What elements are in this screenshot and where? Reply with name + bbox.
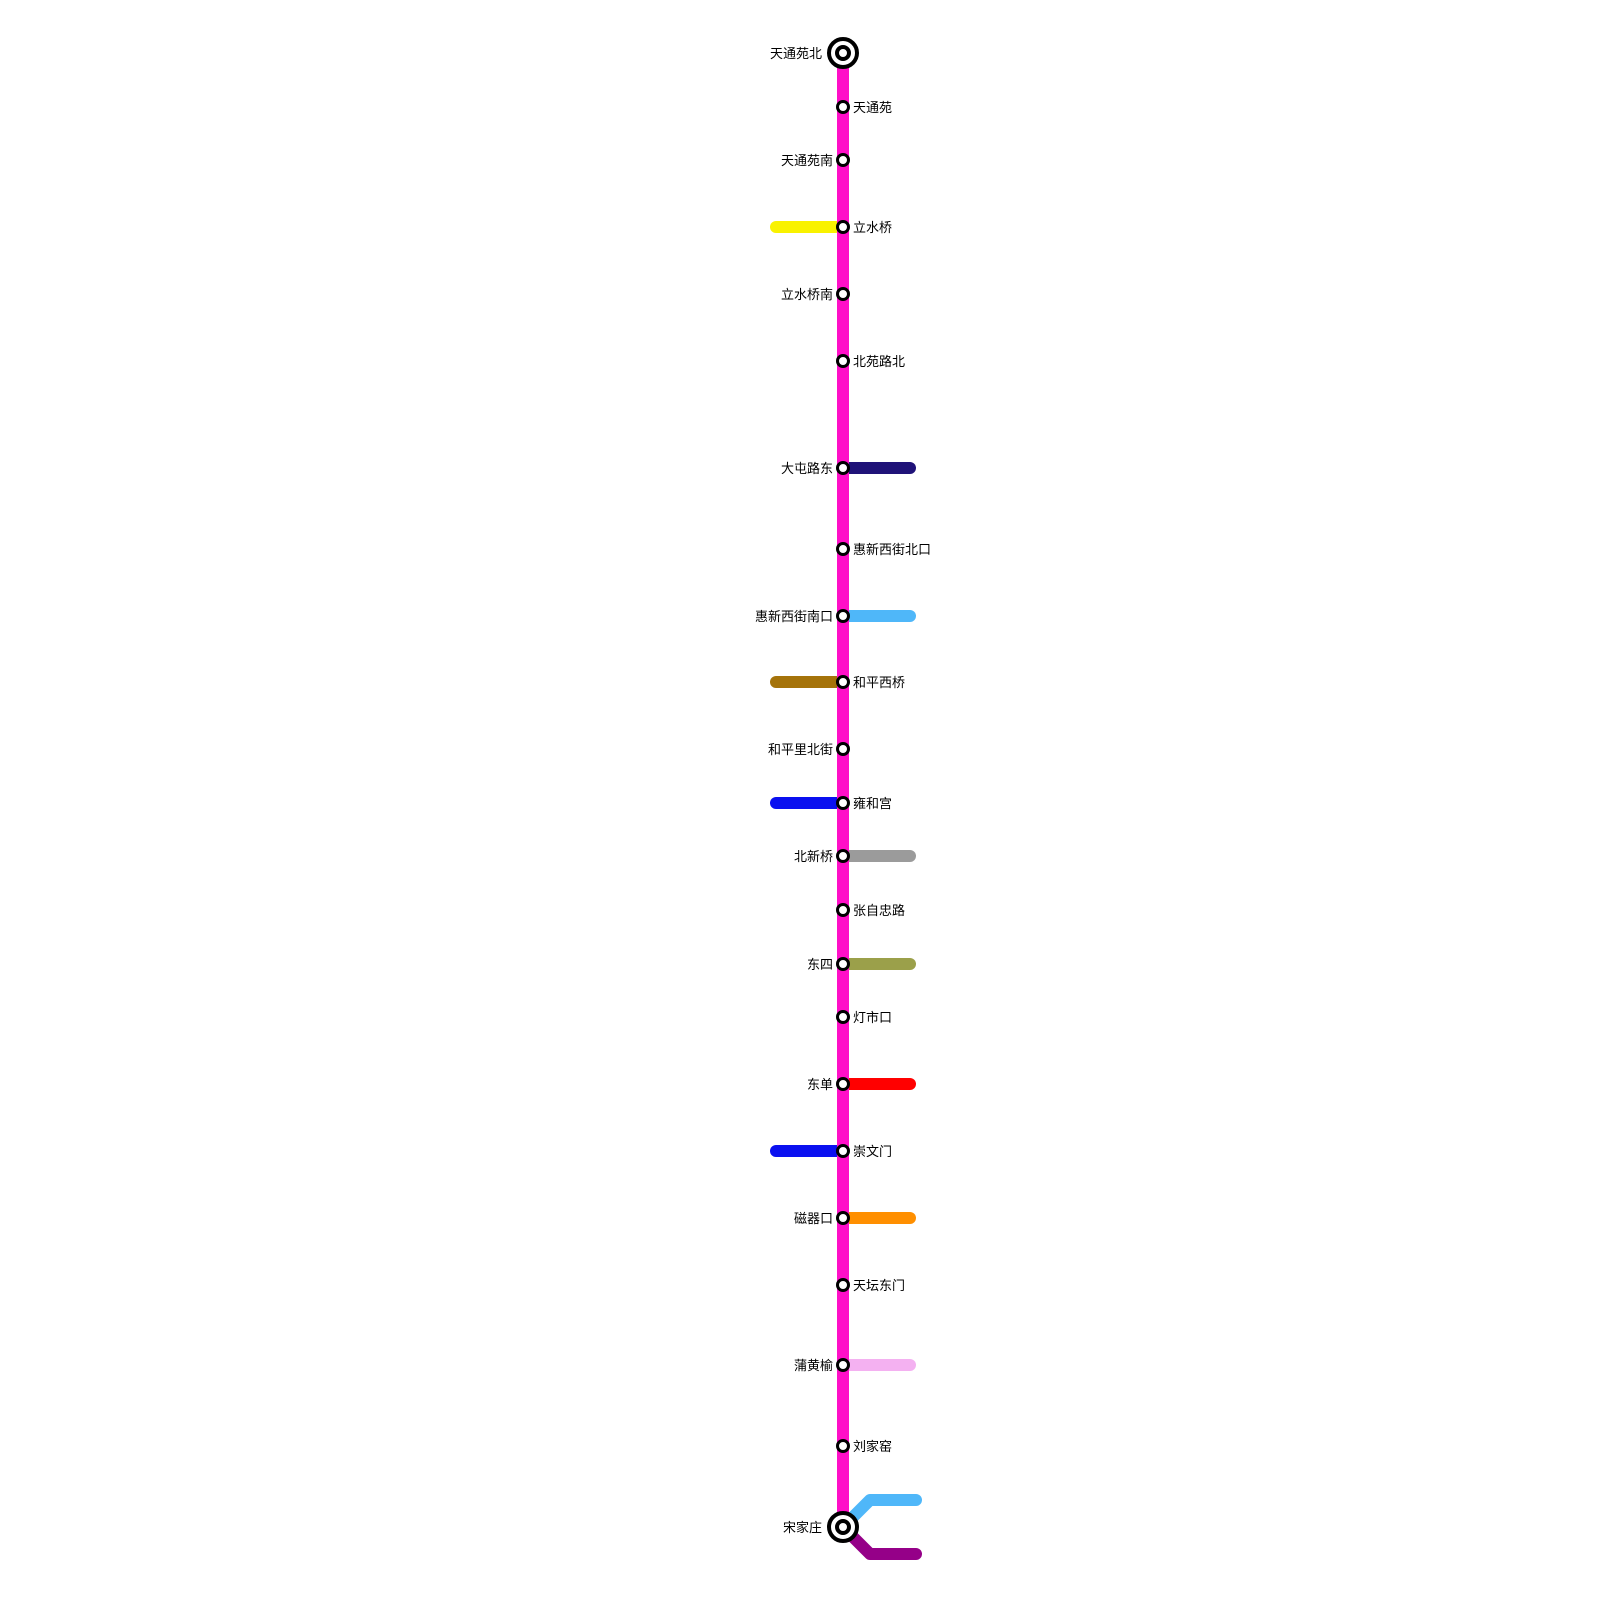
station-label: 张自忠路 [853,903,905,919]
terminal-station-marker-inner [835,45,851,61]
station-marker [836,1278,850,1292]
station-label: 东单 [807,1078,833,1093]
station-marker [836,796,850,810]
station-marker [836,903,850,917]
stations-layer: 天通苑北天通苑天通苑南立水桥立水桥南北苑路北大屯路东惠新西街北口惠新西街南口和平… [755,37,932,1543]
station-marker [836,849,850,863]
station[interactable]: 立水桥 [836,220,893,236]
station-label: 崇文门 [853,1145,892,1160]
station-label: 磁器口 [794,1212,833,1227]
station-marker [836,542,850,556]
station-marker [836,675,850,689]
station[interactable]: 东单 [807,1077,850,1093]
station[interactable]: 惠新西街北口 [836,542,932,558]
station-marker [836,1439,850,1453]
station-marker [836,354,850,368]
station-marker [836,1077,850,1091]
station-label: 天坛东门 [853,1279,905,1294]
station-label: 天通苑 [853,101,892,116]
terminal-station-marker-inner [835,1519,851,1535]
station[interactable]: 雍和宫 [836,796,893,812]
station[interactable]: 北苑路北 [836,354,906,370]
station[interactable]: 和平里北街 [768,742,850,758]
station-marker [836,1144,850,1158]
station-marker [836,1358,850,1372]
station-label: 东四 [807,958,833,973]
station[interactable]: 蒲黄榆 [794,1358,850,1374]
station[interactable]: 惠新西街南口 [755,609,850,625]
station[interactable]: 天通苑 [836,100,893,116]
station[interactable]: 北新桥 [794,849,850,865]
station-label: 天通苑北 [770,47,822,62]
station-label: 惠新西街南口 [755,609,833,625]
station-label: 惠新西街北口 [853,542,931,558]
station-marker [836,100,850,114]
station-marker [836,742,850,756]
station-label: 大屯路东 [781,461,833,477]
terminal-station[interactable]: 天通苑北 [770,37,859,69]
station-label: 立水桥南 [781,287,833,303]
terminal-station[interactable]: 宋家庄 [783,1511,859,1543]
station[interactable]: 灯市口 [836,1010,893,1026]
station[interactable]: 崇文门 [836,1144,893,1160]
station[interactable]: 刘家窑 [836,1439,893,1455]
station-marker [836,1211,850,1225]
station[interactable]: 大屯路东 [781,461,850,477]
station-label: 宋家庄 [783,1520,822,1536]
station-label: 雍和宫 [853,796,892,812]
station-marker [836,461,850,475]
station-marker [836,609,850,623]
station-marker [836,153,850,167]
station-label: 天通苑南 [781,153,833,169]
station[interactable]: 天通苑南 [781,153,850,169]
station-marker [836,220,850,234]
station[interactable]: 磁器口 [794,1211,850,1227]
station-label: 北苑路北 [853,354,905,370]
station-marker [836,287,850,301]
station-label: 和平里北街 [768,743,833,758]
station[interactable]: 和平西桥 [836,675,906,691]
station-marker [836,957,850,971]
station[interactable]: 立水桥南 [781,287,850,303]
station[interactable]: 天坛东门 [836,1278,906,1294]
station-label: 灯市口 [853,1010,892,1026]
station[interactable]: 张自忠路 [836,903,906,919]
station-label: 蒲黄榆 [794,1359,833,1374]
station[interactable]: 东四 [807,957,850,973]
station-label: 刘家窑 [853,1439,892,1455]
station-marker [836,1010,850,1024]
station-label: 立水桥 [853,221,892,236]
station-label: 和平西桥 [853,676,905,691]
station-label: 北新桥 [794,849,833,865]
